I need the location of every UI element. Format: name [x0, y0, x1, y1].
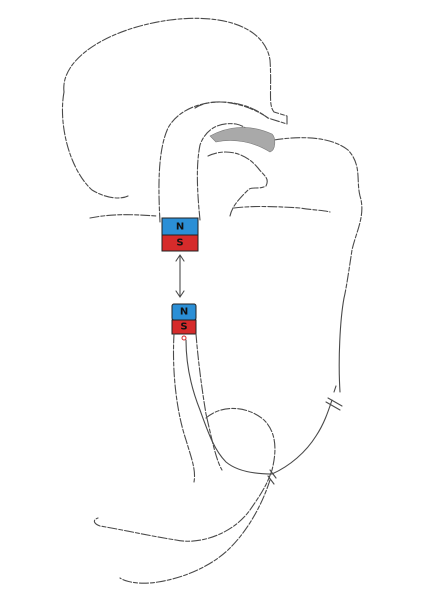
palate — [210, 127, 275, 152]
upper-magnet-north-label: N — [176, 222, 184, 233]
lower-magnet-south-label: S — [180, 322, 187, 333]
lower-pouch-right-wall — [196, 334, 222, 470]
face-profile — [274, 138, 362, 298]
attraction-arrow — [176, 255, 184, 297]
lower-magnet-north-label: N — [180, 307, 188, 318]
upper-magnet-south-label: S — [176, 238, 183, 249]
upper-magnet: N S — [162, 218, 198, 251]
neck-left — [90, 215, 156, 218]
skull-base — [62, 92, 128, 198]
lower-jaw — [234, 207, 330, 213]
lower-magnet: N S — [172, 304, 196, 340]
stomach — [94, 408, 275, 541]
stomach-lower-curve — [120, 480, 270, 583]
lower-pouch-left-wall — [174, 334, 195, 482]
head-outline — [64, 18, 287, 124]
gastrostomy-tube — [272, 400, 332, 474]
abdominal-wall — [339, 298, 344, 392]
nasal-cavity-roof — [195, 102, 268, 118]
